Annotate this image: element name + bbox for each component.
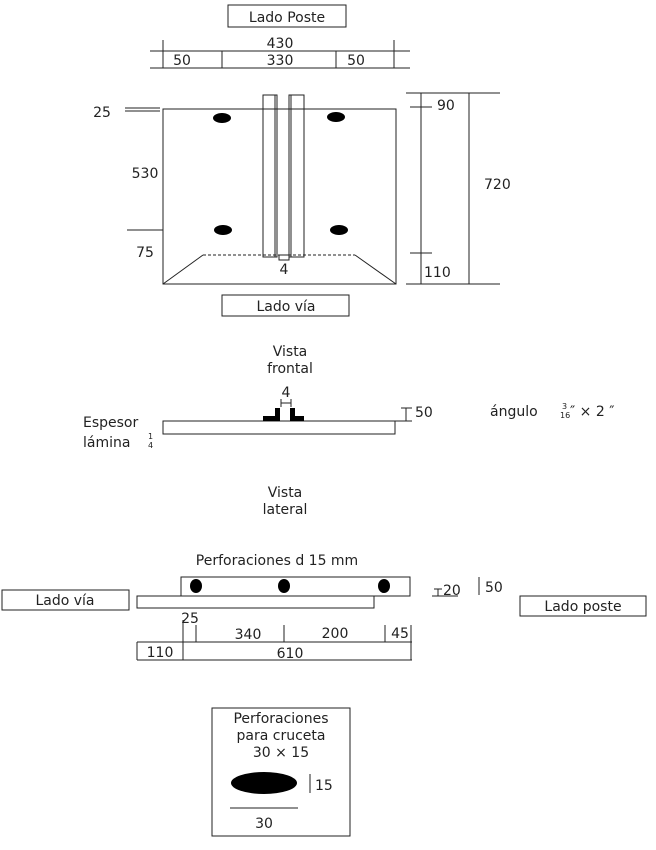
label-lado-via: Lado vía (256, 299, 315, 315)
label-box-lado-poste (227, 4, 347, 28)
detail-box (211, 707, 351, 837)
hole-icon (190, 579, 202, 593)
front-view-title-2: frontal (267, 361, 313, 377)
hole-icon (213, 113, 231, 123)
dim-330: 330 (267, 53, 294, 69)
frac-den: 4 (148, 441, 153, 450)
width-dimension: 430 50 330 50 (150, 36, 410, 69)
hole-icon (330, 225, 348, 235)
dim-340: 340 (235, 627, 262, 643)
label-box-lado-poste-side (519, 595, 647, 617)
dim-20: 20 (443, 583, 461, 599)
angle-size: ″ × 2 ″ (570, 404, 614, 420)
front-view: Vista frontal 4 50 Espesor lámina 1 4 án… (83, 344, 614, 451)
thickness-label: Espesor (83, 415, 138, 431)
slot-hole-icon (231, 772, 297, 794)
dim-720: 720 (484, 177, 511, 193)
dim-110: 110 (424, 265, 451, 281)
dim-gap-4-front: 4 (282, 385, 291, 401)
dim-50-right: 50 (347, 53, 365, 69)
angle-left (263, 408, 280, 421)
detail-title-2: para cruceta (237, 728, 326, 744)
dim-75: 75 (136, 245, 154, 261)
crossarm-hole-detail: Perforaciones para cruceta 30 × 15 15 30 (211, 707, 351, 837)
dim-25-side: 25 (181, 611, 199, 627)
hole-icon (214, 225, 232, 235)
length-dimension: 25 340 200 45 110 610 (136, 611, 412, 662)
side-view-title: Vista (268, 485, 303, 501)
plate-side (136, 595, 375, 609)
dim-gap-4: 4 (280, 262, 289, 278)
frac-num: 1 (148, 432, 153, 441)
dim-530: 530 (132, 166, 159, 182)
angle-right (290, 408, 304, 421)
thickness-label-2: lámina (83, 435, 130, 451)
label-box-lado-via-side (1, 589, 130, 611)
angle-profiles (262, 94, 305, 258)
dim-50-front: 50 (415, 405, 433, 421)
dim-430: 430 (267, 36, 294, 52)
frac-num: 3 (562, 402, 567, 411)
hole-icon (378, 579, 390, 593)
label-box-lado-via (221, 294, 350, 317)
label-lado-poste: Lado Poste (249, 10, 325, 26)
label-lado-poste-side: Lado poste (544, 599, 621, 615)
angle-side (180, 576, 411, 597)
front-view-title: Vista (273, 344, 308, 360)
dim-610: 610 (277, 646, 304, 662)
dim-50-left: 50 (173, 53, 191, 69)
dim-50-side: 50 (485, 580, 503, 596)
top-view: Lado Poste 430 50 330 50 4 (93, 4, 511, 317)
dim-200: 200 (322, 626, 349, 642)
detail-title: Perforaciones (233, 711, 328, 727)
dim-90: 90 (437, 98, 455, 114)
side-view: Vista lateral Perforaciones d 15 mm Lado… (1, 485, 647, 662)
dim-15: 15 (315, 778, 333, 794)
hole-icon (327, 112, 345, 122)
base-plate (162, 108, 397, 285)
height-dimension: 90 110 720 (406, 92, 511, 285)
plate-section (162, 420, 396, 435)
detail-size: 30 × 15 (253, 745, 309, 761)
frac-den: 16 (560, 411, 570, 420)
side-view-title-2: lateral (263, 502, 308, 518)
angle-label: ángulo (490, 404, 538, 420)
dim-45: 45 (391, 626, 409, 642)
dim-30: 30 (255, 816, 273, 832)
hole-icon (278, 579, 290, 593)
label-lado-via-side: Lado vía (35, 593, 94, 609)
holes-label: Perforaciones d 15 mm (196, 553, 358, 569)
dim-110-side: 110 (147, 645, 174, 661)
dim-25: 25 (93, 105, 111, 121)
